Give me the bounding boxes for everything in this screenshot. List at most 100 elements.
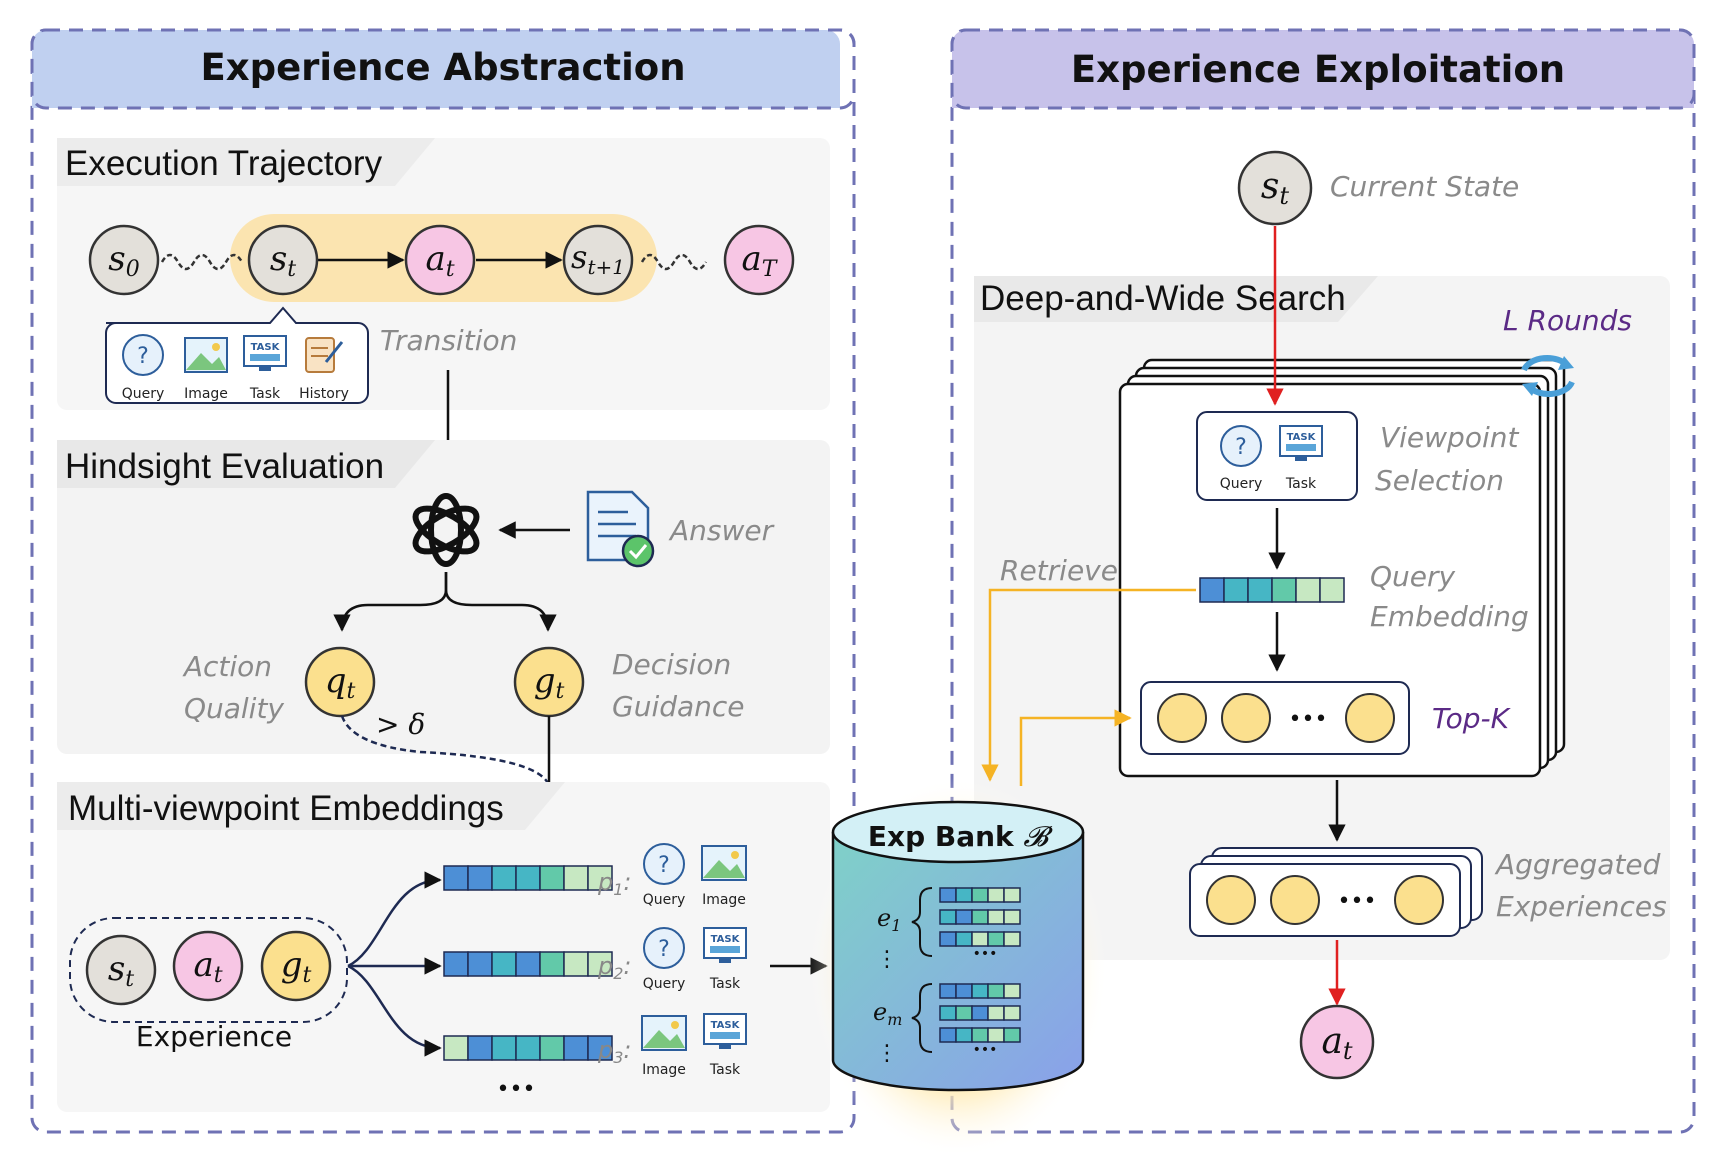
- svg-text:at: at: [425, 239, 454, 282]
- input-label-query: Query: [122, 386, 165, 402]
- svg-text:at: at: [193, 945, 222, 988]
- retrieve-line: [981, 588, 1196, 782]
- exp-node-s: st: [85, 934, 157, 1006]
- node-st: st: [247, 224, 319, 296]
- experience-group: [69, 917, 348, 1023]
- vp1-item-1: Query: [643, 892, 686, 908]
- node-at: at: [404, 224, 476, 296]
- input-label-image: Image: [184, 386, 228, 402]
- image-icon: [641, 1015, 687, 1051]
- bank-dots-2: •••: [973, 1042, 998, 1058]
- aggregated-label: Aggregated: [1494, 848, 1661, 881]
- svg-text:st: st: [108, 949, 134, 992]
- viewpoint-selection-label-2: Selection: [1375, 464, 1504, 497]
- node-aT: aT: [723, 224, 795, 296]
- node-gt: gt: [513, 646, 585, 718]
- current-state-label: Current State: [1330, 170, 1519, 203]
- query-icon: ?: [1220, 425, 1262, 467]
- current-state-node: st: [1237, 150, 1313, 226]
- hindsight-section: Hindsight Evaluation Answer qt: [57, 440, 830, 754]
- node-qt: qt: [304, 646, 376, 718]
- query-embedding-label-2: Embedding: [1370, 600, 1529, 633]
- aggregated-experiences: •••: [1189, 847, 1483, 937]
- embedding-vector-p2: [443, 951, 613, 977]
- bank-embedding-vector: [939, 887, 1021, 903]
- svg-text:at: at: [1321, 1021, 1352, 1065]
- fanout-arrow-1: [347, 871, 442, 968]
- aggregated-label-2: Experiences: [1496, 890, 1667, 923]
- multi-viewpoint-section: Multi-viewpoint Embeddings st at gt Expe…: [57, 782, 830, 1112]
- svg-text:?: ?: [137, 344, 149, 369]
- deep-wide-title: Deep-and-Wide Search: [980, 279, 1346, 318]
- execution-trajectory-section: Execution Trajectory s0 st at st+1 aT: [57, 138, 830, 410]
- bank-brace-2: [911, 983, 933, 1053]
- embedding-vector-p1: [443, 865, 613, 891]
- decision-guidance-label-2: Guidance: [612, 690, 745, 723]
- bank-embedding-vector: [939, 931, 1021, 947]
- refresh-icon: [1521, 355, 1575, 397]
- query-embedding-label: Query: [1370, 560, 1456, 593]
- retrieve-label: Retrieve: [1000, 554, 1118, 587]
- svg-text:TASK: TASK: [1287, 432, 1317, 443]
- action-quality-label-2: Quality: [184, 692, 284, 725]
- viewpoint-p1: p1:: [597, 868, 632, 899]
- threshold-label: > δ: [376, 708, 425, 741]
- query-icon: ?: [643, 843, 685, 885]
- exp-node-a: at: [172, 930, 244, 1002]
- abstraction-title: Experience Abstraction: [200, 46, 685, 89]
- vp1-item-2: Image: [702, 892, 746, 908]
- topk-feed-line: [1019, 709, 1132, 786]
- bank-embedding-vector: [939, 1005, 1021, 1021]
- more-viewpoints-ellipsis: •••: [497, 1077, 536, 1102]
- bank-vdots-1: ⋮: [876, 947, 898, 972]
- exp-node-g: gt: [260, 930, 332, 1002]
- query-icon: ?: [643, 927, 685, 969]
- query-embedding-vector: [1199, 577, 1345, 603]
- svg-text:qt: qt: [325, 661, 356, 704]
- svg-text:?: ?: [658, 937, 670, 962]
- llm-evaluator-icon: [412, 493, 480, 567]
- viewpoint-p2: p2:: [597, 952, 632, 983]
- bank-brace-1: [911, 887, 933, 957]
- quality-filter-curve: [340, 715, 552, 791]
- vp2-item-1: Query: [643, 976, 686, 992]
- multi-viewpoint-title: Multi-viewpoint Embeddings: [68, 789, 504, 828]
- task-icon: TASK: [1279, 425, 1323, 461]
- viewpoint-selection-label: Viewpoint: [1380, 421, 1519, 454]
- viewpoint-selection-box: ? TASK Query Task: [1196, 411, 1358, 501]
- experience-label: Experience: [136, 1020, 292, 1053]
- query-icon: ?: [122, 334, 164, 376]
- bank-embedding-vector: [939, 983, 1021, 999]
- wavy-connector: [640, 253, 708, 271]
- svg-text:TASK: TASK: [251, 342, 281, 353]
- svg-text:?: ?: [1235, 435, 1247, 460]
- vp2-item-2: Task: [709, 976, 741, 992]
- node-s0: s0: [88, 224, 160, 296]
- vs-item-query: Query: [1220, 476, 1263, 492]
- bank-title: Exp Bank 𝓑: [868, 820, 1054, 853]
- fanout-arrow-3: [347, 964, 442, 1057]
- input-label-history: History: [299, 386, 349, 402]
- svg-text:s0: s0: [108, 239, 139, 282]
- bank-vdots-2: ⋮: [876, 1041, 898, 1066]
- exploitation-title: Experience Exploitation: [1071, 48, 1565, 91]
- action-node: at: [1299, 1004, 1375, 1080]
- bank-dots-1: •••: [973, 946, 998, 962]
- vp3-item-2: Task: [709, 1062, 741, 1078]
- svg-text:gt: gt: [534, 661, 565, 704]
- experience-bank: Exp Bank 𝓑 e1 ⋮ em ⋮ ••• •••: [808, 778, 1108, 1152]
- vs-item-task: Task: [1285, 476, 1317, 492]
- l-rounds-label: L Rounds: [1503, 304, 1632, 337]
- svg-text:st: st: [1261, 166, 1289, 210]
- bank-e1: e1: [877, 904, 901, 935]
- state-inputs-box: ? TASK Query Image Task Histo: [105, 306, 369, 404]
- decision-guidance-label: Decision: [612, 648, 731, 681]
- wavy-connector: [160, 253, 244, 271]
- action-quality-label: Action: [182, 650, 272, 683]
- branch-to-q: [333, 572, 448, 632]
- aggregated-ellipsis: •••: [1338, 889, 1377, 914]
- topk-label: Top-K: [1432, 702, 1512, 735]
- input-label-task: Task: [249, 386, 281, 402]
- image-icon: [184, 337, 228, 373]
